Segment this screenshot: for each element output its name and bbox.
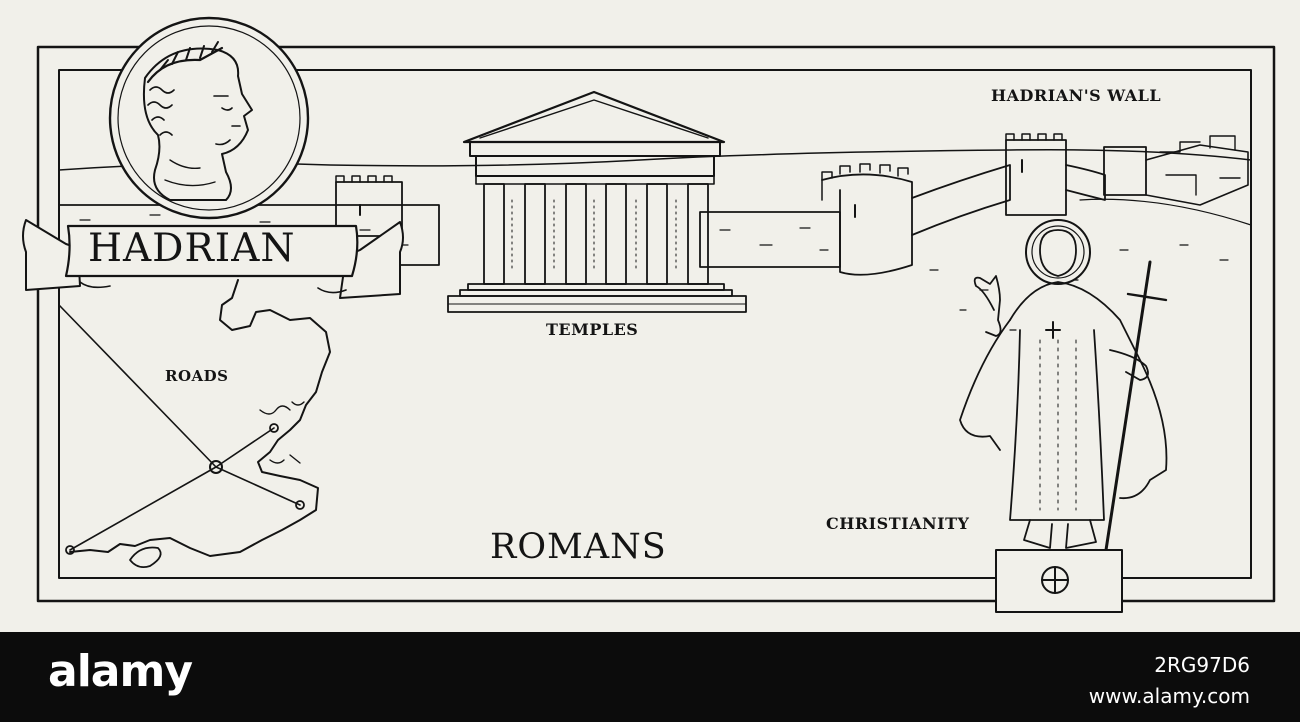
watermark-id: 2RG97D6 www.alamy.com bbox=[1089, 650, 1250, 712]
saint-statue-illustration bbox=[959, 219, 1168, 552]
alamy-logo: alamy bbox=[48, 646, 193, 697]
hadrian-portrait-medallion bbox=[108, 16, 310, 220]
roads-label: ROADS bbox=[165, 367, 229, 385]
temple-icon bbox=[447, 90, 747, 313]
inner-frame bbox=[58, 69, 1252, 579]
britain-roads-map bbox=[58, 279, 331, 569]
hadrian-banner bbox=[22, 219, 404, 299]
illustration-panel: HADRIAN'S WALL TEMPLES ROADS CHRISTIANIT… bbox=[22, 16, 1276, 613]
christianity-label: CHRISTIANITY bbox=[826, 514, 970, 533]
romans-illustration bbox=[22, 16, 1276, 613]
site-url-text: www.alamy.com bbox=[1088, 684, 1250, 708]
hadrians-wall-label: HADRIAN'S WALL bbox=[991, 86, 1162, 105]
hadrian-banner-text: HADRIAN bbox=[88, 226, 296, 271]
image-id-text: 2RG97D6 bbox=[1154, 653, 1250, 677]
watermark-bar: alamy 2RG97D6 www.alamy.com bbox=[0, 632, 1300, 722]
romans-title: ROMANS bbox=[490, 527, 667, 567]
outer-frame bbox=[36, 45, 1276, 603]
christian-symbol-icon bbox=[995, 549, 1123, 613]
temples-label: TEMPLES bbox=[546, 320, 639, 339]
